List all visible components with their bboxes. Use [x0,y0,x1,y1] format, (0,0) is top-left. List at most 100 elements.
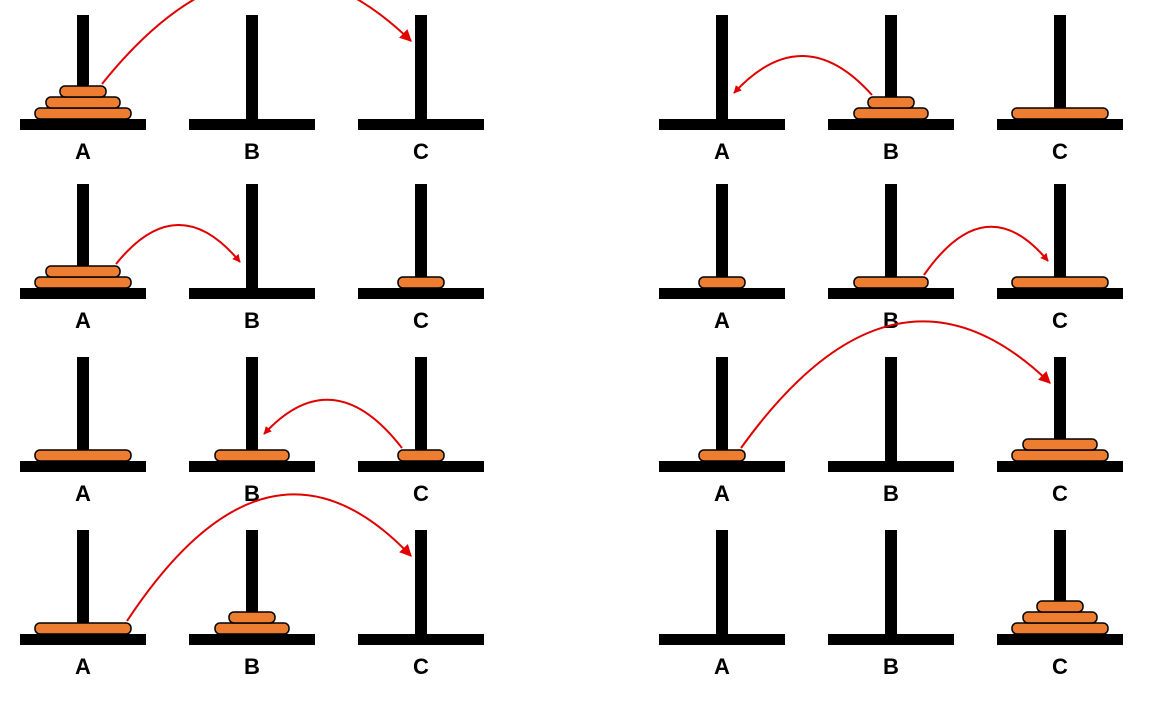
peg-base-b [828,288,954,299]
disk-2 [1022,611,1098,624]
disk-3 [1011,107,1109,120]
peg-base-c [997,288,1123,299]
disk-3 [34,276,132,289]
peg-base-a [20,461,146,472]
disk-1 [1036,600,1084,613]
peg-base-c [997,119,1123,130]
peg-base-a [659,288,785,299]
state-panel-2: A B C [20,184,484,333]
peg-pole-a [716,530,728,638]
peg-label-c: C [413,308,429,333]
disk-2 [214,449,290,462]
peg-label-a: A [714,139,730,164]
state-panel-6: A B C [659,184,1123,333]
peg-label-a: A [75,654,91,679]
peg-pole-c [1054,184,1066,292]
peg-label-b: B [883,308,899,333]
disk-2 [853,107,929,120]
peg-base-b [189,288,315,299]
disk-3 [34,449,132,462]
peg-label-a: A [714,654,730,679]
peg-base-a [659,119,785,130]
peg-base-b [189,461,315,472]
peg-label-c: C [413,654,429,679]
disk-2 [45,265,121,278]
peg-label-b: B [883,139,899,164]
peg-pole-c [415,15,427,123]
peg-pole-b [246,530,258,638]
move-arrow [126,493,412,622]
disk-1 [59,85,107,98]
peg-label-c: C [1052,654,1068,679]
peg-pole-b [246,184,258,292]
peg-pole-b [885,15,897,123]
peg-base-a [20,119,146,130]
disk-1 [698,276,746,289]
peg-label-a: A [714,308,730,333]
state-panel-3: A B C [20,357,484,506]
peg-label-a: A [75,308,91,333]
disk-3 [1011,449,1109,462]
peg-label-c: C [413,139,429,164]
peg-base-a [20,634,146,645]
peg-base-b [828,461,954,472]
peg-pole-a [77,530,89,638]
peg-base-b [189,119,315,130]
peg-pole-b [246,15,258,123]
peg-base-c [997,461,1123,472]
disk-1 [397,276,445,289]
disk-1 [867,96,915,109]
peg-label-a: A [75,139,91,164]
peg-label-a: A [75,481,91,506]
peg-pole-a [716,184,728,292]
peg-base-a [659,634,785,645]
move-arrow [733,55,873,96]
peg-pole-c [1054,15,1066,123]
peg-pole-b [246,357,258,465]
peg-base-c [358,461,484,472]
move-arrow [263,398,403,449]
peg-pole-a [77,357,89,465]
peg-base-b [189,634,315,645]
peg-pole-c [1054,357,1066,465]
peg-base-a [659,461,785,472]
peg-base-a [20,288,146,299]
move-arrow [740,320,1051,449]
peg-pole-b [885,530,897,638]
peg-base-b [828,119,954,130]
disk-1 [228,611,276,624]
peg-pole-a [716,15,728,123]
disk-2 [214,622,290,635]
peg-base-c [358,634,484,645]
peg-label-b: B [883,654,899,679]
peg-label-b: B [244,481,260,506]
peg-label-b: B [244,308,260,333]
disk-2 [45,96,121,109]
peg-label-c: C [1052,308,1068,333]
peg-base-c [358,288,484,299]
peg-label-b: B [883,481,899,506]
move-arrow [101,0,412,85]
disk-2 [1022,438,1098,451]
peg-pole-c [415,357,427,465]
move-arrow [923,225,1049,276]
peg-pole-a [77,184,89,292]
disk-1 [698,449,746,462]
disk-3 [1011,622,1109,635]
disk-3 [34,107,132,120]
peg-label-c: C [413,481,429,506]
peg-base-c [358,119,484,130]
state-panel-8: A B C [659,530,1123,679]
state-panel-1: A B C [20,0,484,164]
peg-pole-c [415,184,427,292]
peg-label-a: A [714,481,730,506]
disk-2 [853,276,929,289]
peg-pole-c [415,530,427,638]
peg-label-b: B [244,139,260,164]
move-arrow [115,224,241,265]
